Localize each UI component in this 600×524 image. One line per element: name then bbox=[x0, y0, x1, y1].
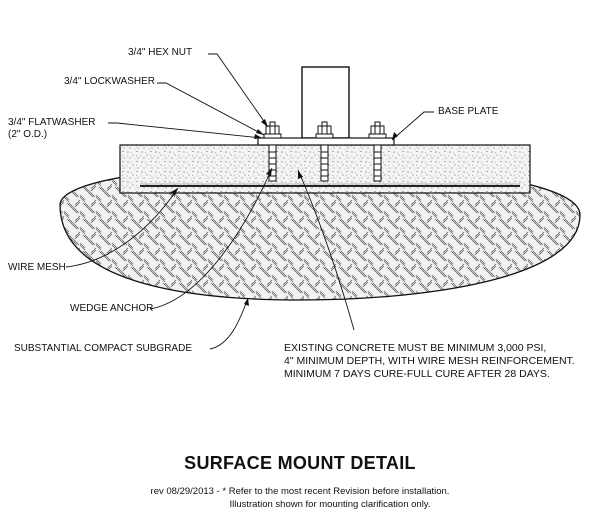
label-flatwasher: 3/4" FLATWASHER bbox=[8, 117, 96, 128]
leader-lines bbox=[65, 53, 434, 350]
base-plate bbox=[257, 137, 395, 146]
hex-nuts bbox=[263, 121, 387, 139]
arrowheads bbox=[171, 119, 398, 306]
label-subgrade: SUBSTANTIAL COMPACT SUBGRADE bbox=[14, 343, 192, 354]
label-hex-nut: 3/4" HEX NUT bbox=[128, 47, 193, 58]
note-line-2: 4" MINIMUM DEPTH, WITH WIRE MESH REINFOR… bbox=[284, 355, 575, 367]
label-lockwasher: 3/4" LOCKWASHER bbox=[64, 76, 155, 87]
note-line-1: EXISTING CONCRETE MUST BE MINIMUM 3,000 … bbox=[284, 342, 547, 354]
note-line-3: MINIMUM 7 DAYS CURE-FULL CURE AFTER 28 D… bbox=[284, 368, 550, 380]
label-flatwasher-od: (2" O.D.) bbox=[8, 129, 48, 140]
label-wedge-anchor: WEDGE ANCHOR bbox=[70, 303, 154, 314]
diagram-title: SURFACE MOUNT DETAIL bbox=[184, 453, 416, 473]
footer-revision: rev 08/29/2013 - * Refer to the most rec… bbox=[150, 486, 450, 497]
footer-disclaimer: Illustration shown for mounting clarific… bbox=[229, 499, 431, 510]
label-wire-mesh: WIRE MESH bbox=[8, 262, 66, 273]
wedge-anchors bbox=[268, 144, 382, 182]
label-base-plate: BASE PLATE bbox=[438, 106, 499, 117]
concrete-note: EXISTING CONCRETE MUST BE MINIMUM 3,000 … bbox=[284, 342, 575, 381]
